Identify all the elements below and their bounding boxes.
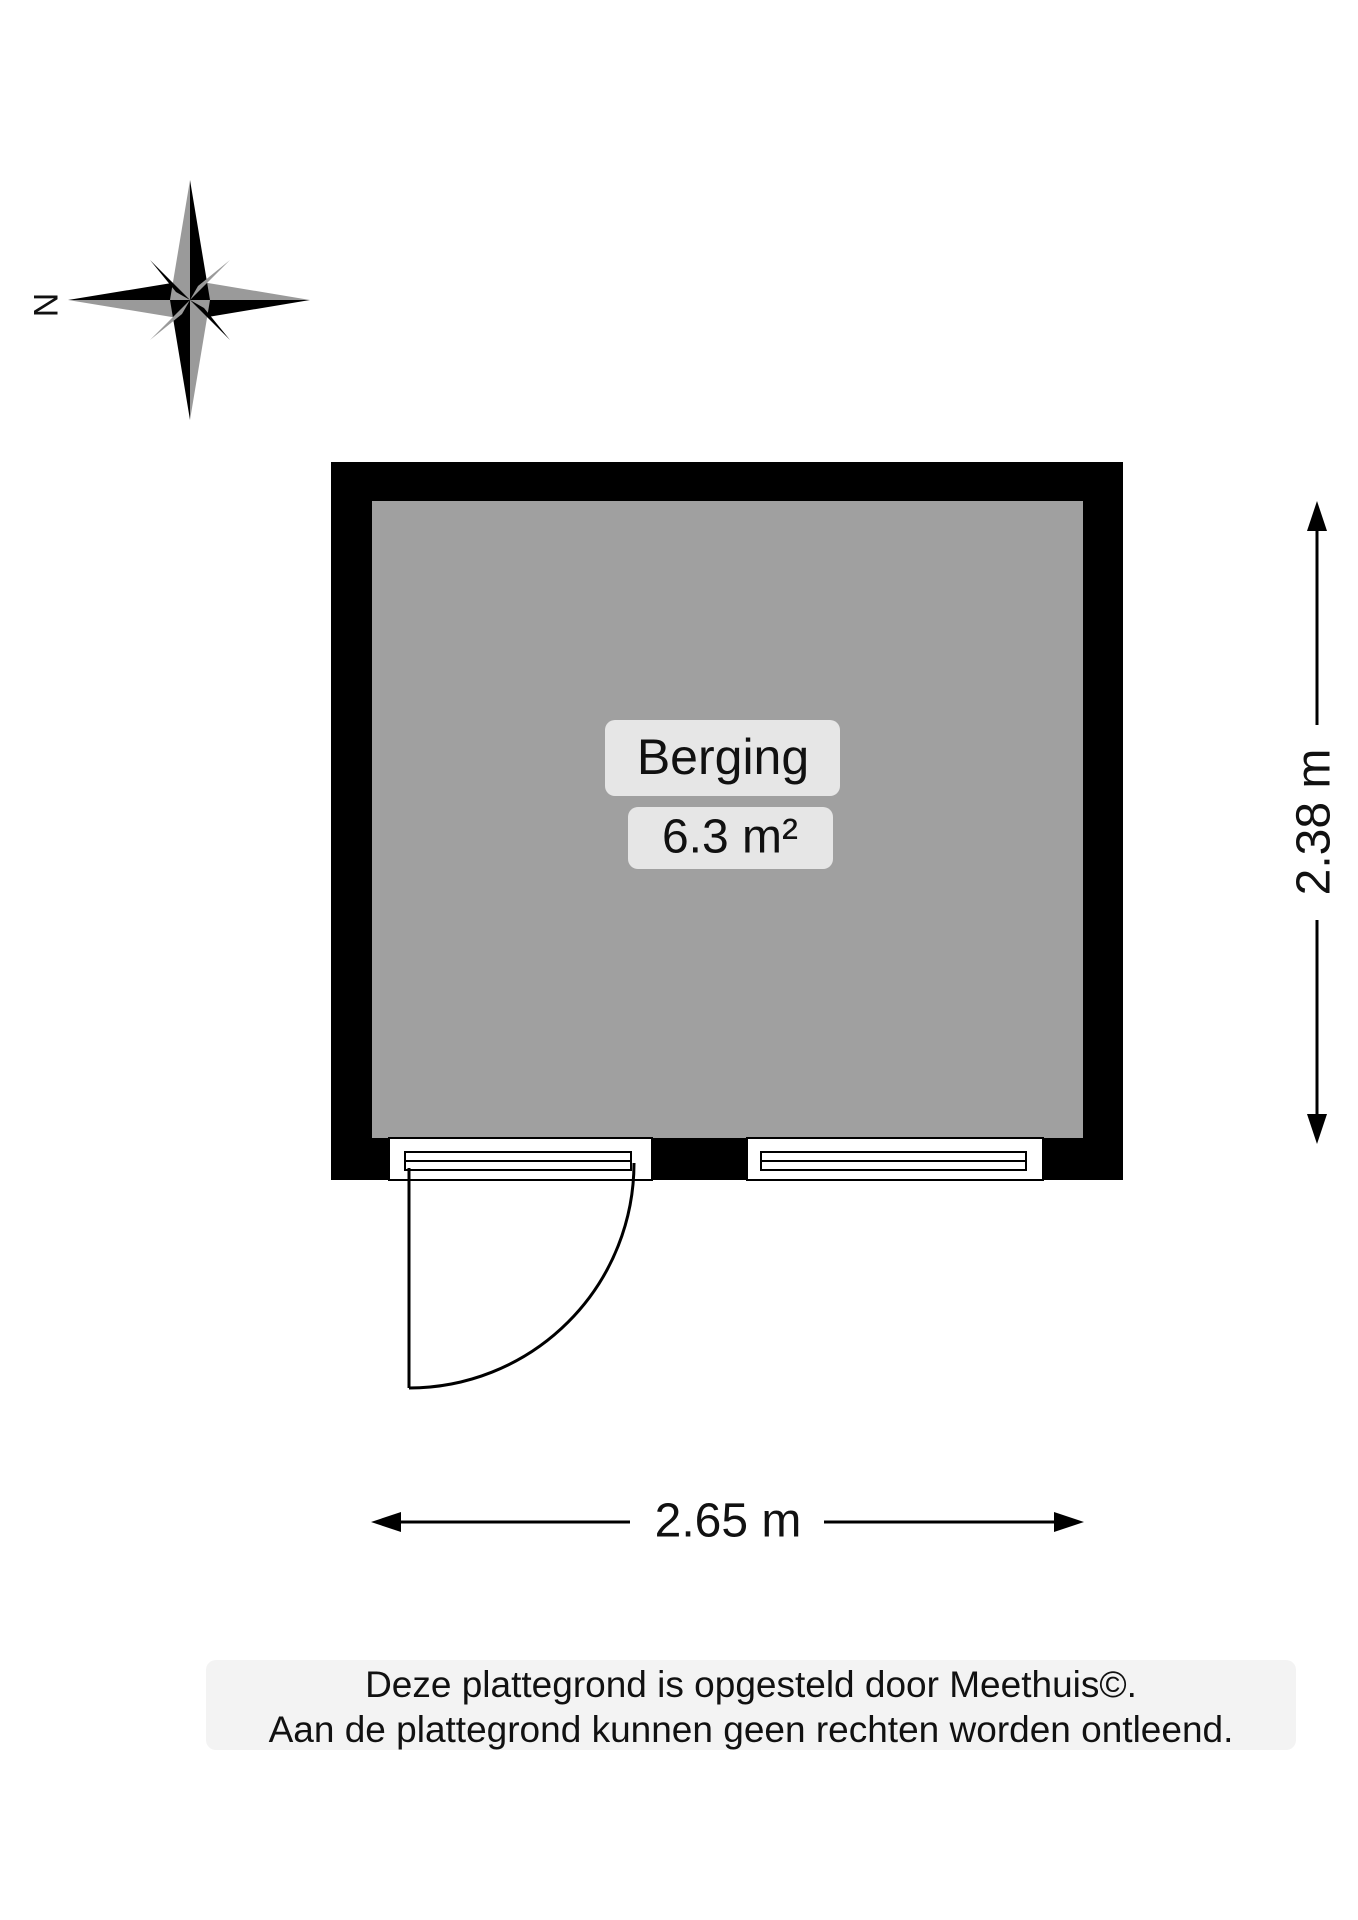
arrow-left-icon — [371, 1512, 401, 1532]
height-dimension-label: 2.38 m — [1288, 749, 1341, 896]
room-berging — [331, 462, 1123, 1390]
room-name-label: Berging — [637, 729, 809, 785]
arrow-up-icon — [1307, 501, 1327, 531]
arrow-right-icon — [1054, 1512, 1084, 1532]
width-dimension-label: 2.65 m — [655, 1495, 802, 1548]
room-area-box — [628, 807, 833, 869]
wall-pillar — [652, 1138, 747, 1180]
room-area-label: 6.3 m² — [662, 811, 798, 864]
width-dimension — [371, 1512, 1084, 1532]
disclaimer-line-1: Deze plattegrond is opgesteld door Meeth… — [365, 1664, 1137, 1705]
compass-north-label: N — [26, 293, 64, 318]
disclaimer-line-2: Aan de plattegrond kunnen geen rechten w… — [268, 1709, 1234, 1750]
room-name-box — [605, 720, 840, 796]
disclaimer-box: Deze plattegrond is opgesteld door Meeth… — [206, 1660, 1296, 1750]
compass-rose-icon — [68, 180, 310, 420]
height-dimension — [1307, 501, 1327, 1144]
arrow-down-icon — [1307, 1114, 1327, 1144]
door-swing-arc — [408, 1162, 636, 1390]
